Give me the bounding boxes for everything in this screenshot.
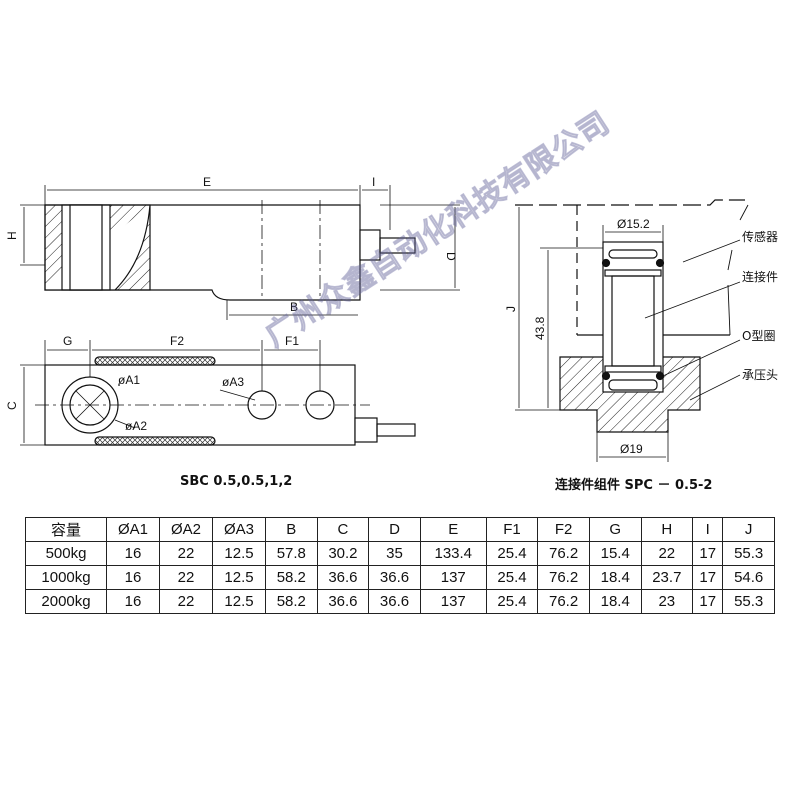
side-view <box>20 185 460 320</box>
table-cell: 22 <box>159 589 213 614</box>
table-cell: 22 <box>159 541 213 566</box>
connector-view <box>515 199 749 462</box>
caption-spc: 连接件组件 SPC － 0.5-2 <box>555 478 713 493</box>
table-cell: 36.6 <box>368 589 421 614</box>
table-header-cell: 容量 <box>25 517 107 542</box>
table-cell: 18.4 <box>588 565 642 590</box>
table-cell: 16 <box>106 589 160 614</box>
table-cell: 36.6 <box>316 589 370 614</box>
dim-F1: F1 <box>285 334 299 348</box>
dim-G: G <box>63 334 72 348</box>
dim-A3: øA3 <box>222 375 244 389</box>
table-cell: 58.2 <box>265 589 318 614</box>
table-header-cell: I <box>692 517 724 542</box>
table-header-cell: B <box>265 517 318 542</box>
table-cell: 36.6 <box>316 565 370 590</box>
table-cell: 500kg <box>25 541 107 566</box>
table-cell: 25.4 <box>485 565 539 590</box>
dim-H: H <box>5 231 19 240</box>
table-cell: 137 <box>419 565 487 590</box>
table-cell: 57.8 <box>265 541 318 566</box>
table-cell: 35 <box>368 541 421 566</box>
table-cell: 22 <box>640 541 694 566</box>
table-cell: 1000kg <box>25 565 107 590</box>
top-view <box>20 340 416 446</box>
table-header-cell: G <box>588 517 642 542</box>
label-pressure-head: 承压头 <box>742 368 778 382</box>
table-cell: 12.5 <box>212 589 266 614</box>
dim-43-8: 43.8 <box>533 316 547 340</box>
dim-D: D <box>444 252 458 261</box>
dim-d15-2: Ø15.2 <box>617 217 650 231</box>
table-cell: 18.4 <box>588 589 642 614</box>
table-cell: 17 <box>692 565 724 590</box>
dim-J: J <box>504 306 518 312</box>
label-sensor: 传感器 <box>742 229 778 244</box>
table-cell: 76.2 <box>537 541 590 566</box>
table-cell: 55.3 <box>722 589 775 614</box>
label-oring: O型圈 <box>742 329 775 343</box>
caption-sbc: SBC 0.5,0.5,1,2 <box>180 474 293 489</box>
table-header-cell: D <box>368 517 421 542</box>
table-header-cell: C <box>316 517 370 542</box>
table-header-cell: ØA1 <box>106 517 160 542</box>
table-cell: 54.6 <box>722 565 775 590</box>
table-cell: 22 <box>159 565 213 590</box>
dim-d19: Ø19 <box>620 442 643 456</box>
table-cell: 25.4 <box>485 541 539 566</box>
table-cell: 17 <box>692 589 724 614</box>
dim-F2: F2 <box>170 334 184 348</box>
table-cell: 25.4 <box>485 589 539 614</box>
table-cell: 2000kg <box>25 589 107 614</box>
table-cell: 16 <box>106 565 160 590</box>
table-cell: 15.4 <box>588 541 642 566</box>
table-cell: 36.6 <box>368 565 421 590</box>
dim-I: I <box>372 175 375 189</box>
table-cell: 12.5 <box>212 565 266 590</box>
table-cell: 23.7 <box>640 565 694 590</box>
dim-A1: øA1 <box>118 373 140 387</box>
table-cell: 17 <box>692 541 724 566</box>
table-cell: 76.2 <box>537 589 590 614</box>
table-header-cell: ØA2 <box>159 517 213 542</box>
table-cell: 12.5 <box>212 541 266 566</box>
table-header-cell: H <box>640 517 694 542</box>
table-header-cell: ØA3 <box>212 517 266 542</box>
table-cell: 58.2 <box>265 565 318 590</box>
table-cell: 30.2 <box>316 541 370 566</box>
dim-E: E <box>203 175 211 189</box>
dim-B: B <box>290 300 298 314</box>
table-cell: 55.3 <box>722 541 775 566</box>
dim-A2: øA2 <box>125 419 147 433</box>
table-cell: 76.2 <box>537 565 590 590</box>
table-header-cell: J <box>722 517 775 542</box>
table-cell: 16 <box>106 541 160 566</box>
table-header-cell: F1 <box>485 517 539 542</box>
dim-C: C <box>5 401 19 410</box>
table-cell: 133.4 <box>419 541 487 566</box>
table-header-cell: E <box>419 517 487 542</box>
label-connector: 连接件 <box>742 269 778 284</box>
table-cell: 137 <box>419 589 487 614</box>
table-cell: 23 <box>640 589 694 614</box>
table-header-cell: F2 <box>537 517 590 542</box>
